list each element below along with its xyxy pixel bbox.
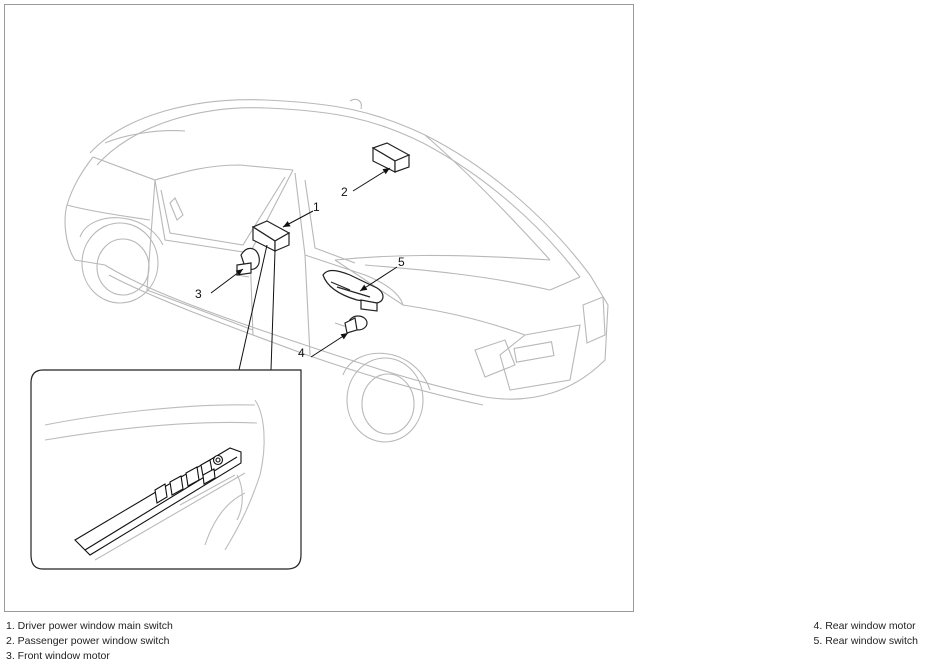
legend-item-1: 1. Driver power window main switch <box>6 620 173 632</box>
legend-item-3: 3. Front window motor <box>6 650 110 662</box>
component-front-window-motor <box>236 247 260 276</box>
legend-item-5: 5. Rear window switch <box>813 635 918 647</box>
component-main-switch <box>251 220 291 252</box>
car-diagram: 1 2 3 4 5 <box>30 98 609 570</box>
legend-left: 1. Driver power window main switch 2. Pa… <box>6 619 173 664</box>
component-rear-window-motor <box>344 315 368 334</box>
component-passenger-switch <box>371 142 411 173</box>
callout-4: 4 <box>298 346 305 360</box>
callout-3: 3 <box>195 287 202 301</box>
detail-inset <box>30 369 302 570</box>
legend-item-4: 4. Rear window motor <box>813 620 916 632</box>
callout-2: 2 <box>341 185 348 199</box>
callout-1: 1 <box>313 200 320 214</box>
legend-right: 4. Rear window motor 5. Rear window swit… <box>814 619 918 649</box>
figure-frame: 1 2 3 4 5 <box>4 4 634 612</box>
component-rear-window-switch <box>322 269 384 312</box>
callout-5: 5 <box>398 255 405 269</box>
leader-lines <box>210 167 398 371</box>
legend-item-2: 2. Passenger power window switch <box>6 635 170 647</box>
